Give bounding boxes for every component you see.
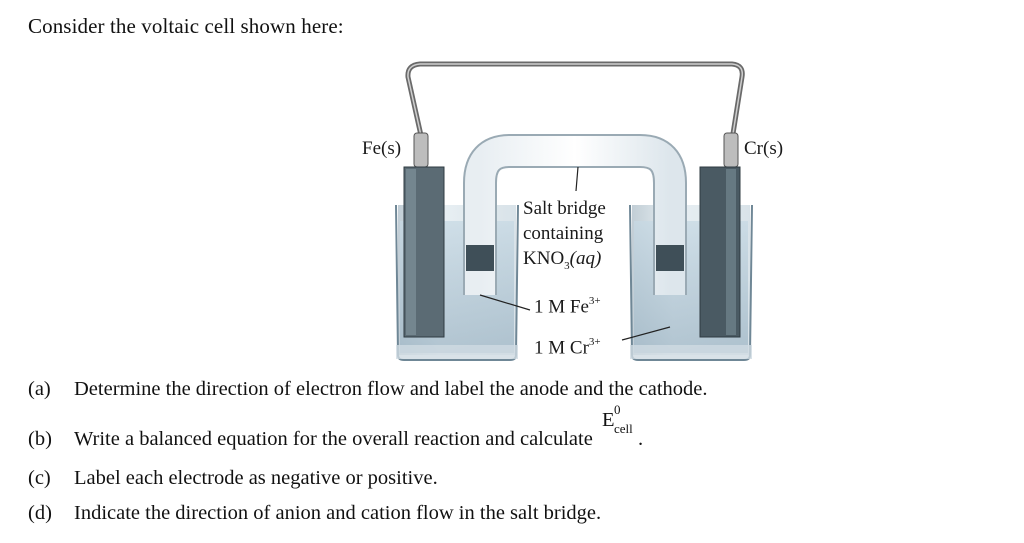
question-b-text: Write a balanced equation for the overal… xyxy=(74,428,593,450)
cr-electrode-label: Cr(s) xyxy=(744,138,784,159)
question-a-letter: (a) xyxy=(28,378,51,400)
question-d: (d) Indicate the direction of anion and c… xyxy=(28,502,601,525)
salt-bridge-pointer xyxy=(575,166,579,192)
kno3-state: (aq) xyxy=(569,248,602,269)
salt-bridge-line-1: Salt bridge xyxy=(523,198,606,219)
question-c-text: Label each electrode as negative or posi… xyxy=(74,467,438,489)
intro-text: Consider the voltaic cell shown here: xyxy=(28,14,344,38)
question-b-end: . xyxy=(637,428,644,450)
external-wire xyxy=(405,61,745,141)
e-cell-symbol: E 0 cell xyxy=(598,402,638,445)
voltaic-cell-diagram: Fe(s) Cr(s) Salt bridge containing KNO3(… xyxy=(340,55,810,370)
question-b: (b) Write a balanced equation for the ove… xyxy=(28,402,644,451)
fe-solution-text: 1 M Fe xyxy=(534,296,589,318)
kno3-formula: KNO xyxy=(523,248,565,269)
voltaic-cell-illustration xyxy=(395,61,753,361)
left-clip xyxy=(413,132,429,168)
e-symbol: E xyxy=(601,409,615,431)
question-c: (c) Label each electrode as negative or p… xyxy=(28,467,438,490)
e-superscript: 0 xyxy=(613,402,621,417)
e-subscript: cell xyxy=(613,421,633,436)
question-c-letter: (c) xyxy=(28,467,51,489)
fe-charge: 3+ xyxy=(588,295,601,307)
cr-solution-text: 1 M Cr xyxy=(534,337,589,359)
right-clip xyxy=(723,132,739,168)
question-d-text: Indicate the direction of anion and cati… xyxy=(74,502,602,524)
question-a: (a) Determine the direction of electron f… xyxy=(28,378,708,401)
kno3-subscript: 3 xyxy=(564,259,570,272)
question-d-letter: (d) xyxy=(28,502,52,524)
question-b-letter: (b) xyxy=(28,428,52,450)
fe-solution-pointer xyxy=(479,294,531,311)
cr-solution-label: 1 M Cr3+ xyxy=(532,336,603,360)
salt-bridge-label: Salt bridge containing KNO3(aq) xyxy=(520,196,609,279)
question-a-text: Determine the direction of electron flow… xyxy=(74,378,708,400)
cr-charge: 3+ xyxy=(588,336,601,348)
fe-solution-label: 1 M Fe3+ xyxy=(532,295,603,319)
cr-solution-pointer xyxy=(621,326,671,341)
kno3-line: KNO3(aq) xyxy=(523,246,606,279)
fe-electrode-label: Fe(s) xyxy=(362,138,402,159)
salt-bridge-line-2: containing xyxy=(523,223,604,244)
